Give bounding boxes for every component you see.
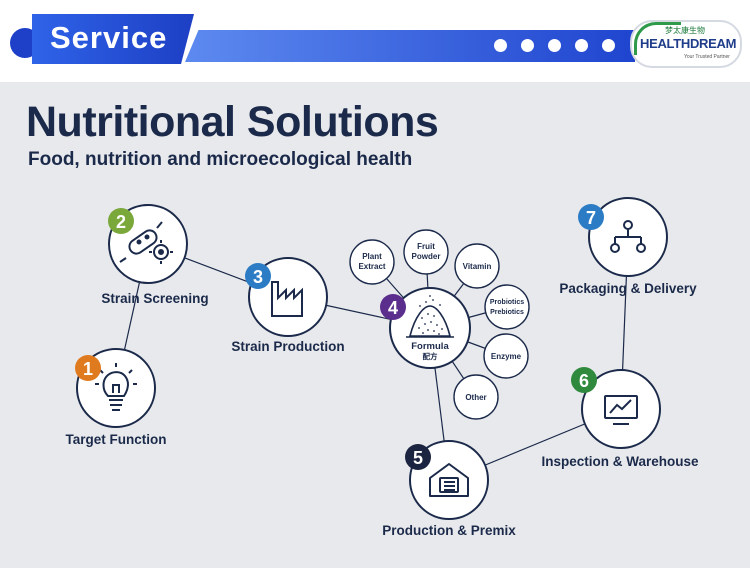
ingredient-bubble[interactable]: Probiotics Prebiotics — [484, 284, 530, 330]
ingredient-label: Fruit — [417, 242, 435, 251]
ingredient-label: Extract — [358, 262, 385, 271]
ingredient-label: Other — [465, 393, 486, 402]
step-label: Inspection & Warehouse — [541, 454, 699, 469]
logo-english-name: HEALTHDREAM — [640, 36, 737, 51]
ingredient-label: Powder — [412, 252, 441, 261]
step-node-3[interactable]: 3 Strain Production — [231, 257, 345, 354]
logo-chinese-name: 梦太康生物 — [665, 26, 705, 35]
logo-swoosh-icon — [634, 22, 681, 55]
dot-icon — [548, 39, 561, 52]
page-section-title: Service — [50, 20, 168, 55]
step-number-badge: 3 — [253, 267, 263, 287]
monitor-chart-icon — [604, 395, 638, 425]
step-label: Production & Premix — [382, 523, 516, 538]
warehouse-icon — [429, 463, 469, 497]
ingredient-label: Enzyme — [491, 352, 522, 361]
factory-icon — [271, 281, 303, 317]
ingredient-bubble[interactable]: Enzyme — [483, 333, 529, 379]
step-node-6[interactable]: 6 Inspection & Warehouse — [541, 367, 699, 469]
step-number-badge: 1 — [83, 359, 93, 379]
step-node-1[interactable]: 1 Target Function — [66, 348, 167, 447]
step-number-badge: 5 — [413, 448, 423, 468]
step-label: Strain Production — [231, 339, 344, 354]
ingredient-bubble[interactable]: Other — [453, 374, 499, 420]
banner-title-box — [32, 14, 194, 64]
network-icon — [610, 220, 646, 253]
step-number-badge: 7 — [586, 208, 596, 228]
dot-icon — [521, 39, 534, 52]
ingredient-bubble[interactable]: Fruit Powder — [403, 229, 449, 275]
step-label: Packaging & Delivery — [559, 281, 697, 296]
ingredient-bubble[interactable]: Plant Extract — [349, 239, 395, 285]
bacteria-icon — [119, 221, 173, 264]
main-title: Nutritional Solutions — [26, 98, 439, 146]
powder-pile-icon — [406, 295, 454, 338]
step-label: Strain Screening — [101, 291, 208, 306]
step-node-7[interactable]: 7 Packaging & Delivery — [559, 197, 697, 296]
ingredient-label: Prebiotics — [490, 309, 524, 316]
ingredient-label: Plant — [362, 252, 382, 261]
banner-dots — [494, 39, 615, 52]
logo-tagline: Your Trusted Partner — [684, 54, 730, 60]
brand-logo[interactable]: 梦太康生物 HEALTHDREAM Your Trusted Partner — [630, 20, 742, 68]
dot-icon — [575, 39, 588, 52]
step-node-2[interactable]: 2 Strain Screening — [101, 204, 209, 306]
main-subtitle: Food, nutrition and microecological heal… — [28, 149, 413, 170]
ingredient-bubble[interactable]: Vitamin — [454, 243, 500, 289]
dot-icon — [494, 39, 507, 52]
step-number-badge: 4 — [388, 298, 398, 318]
formula-label-cn: 配方 — [423, 351, 438, 361]
step-node-4[interactable]: Formula 配方 4 — [380, 287, 471, 369]
ingredient-bubbles: Plant Extract Fruit Powder Vitamin Probi… — [349, 229, 530, 420]
step-number-badge: 6 — [579, 371, 589, 391]
dot-icon — [602, 39, 615, 52]
formula-label: Formula — [411, 341, 449, 352]
ingredient-label: Probiotics — [490, 299, 524, 306]
header-bar: Service 梦太康生物 HEALTHDREAM Your Trusted P… — [0, 0, 750, 80]
step-label: Target Function — [66, 432, 167, 447]
step-node-5[interactable]: 5 Production & Premix — [382, 440, 516, 538]
step-number-badge: 2 — [116, 212, 126, 232]
ingredient-label: Vitamin — [463, 262, 492, 271]
